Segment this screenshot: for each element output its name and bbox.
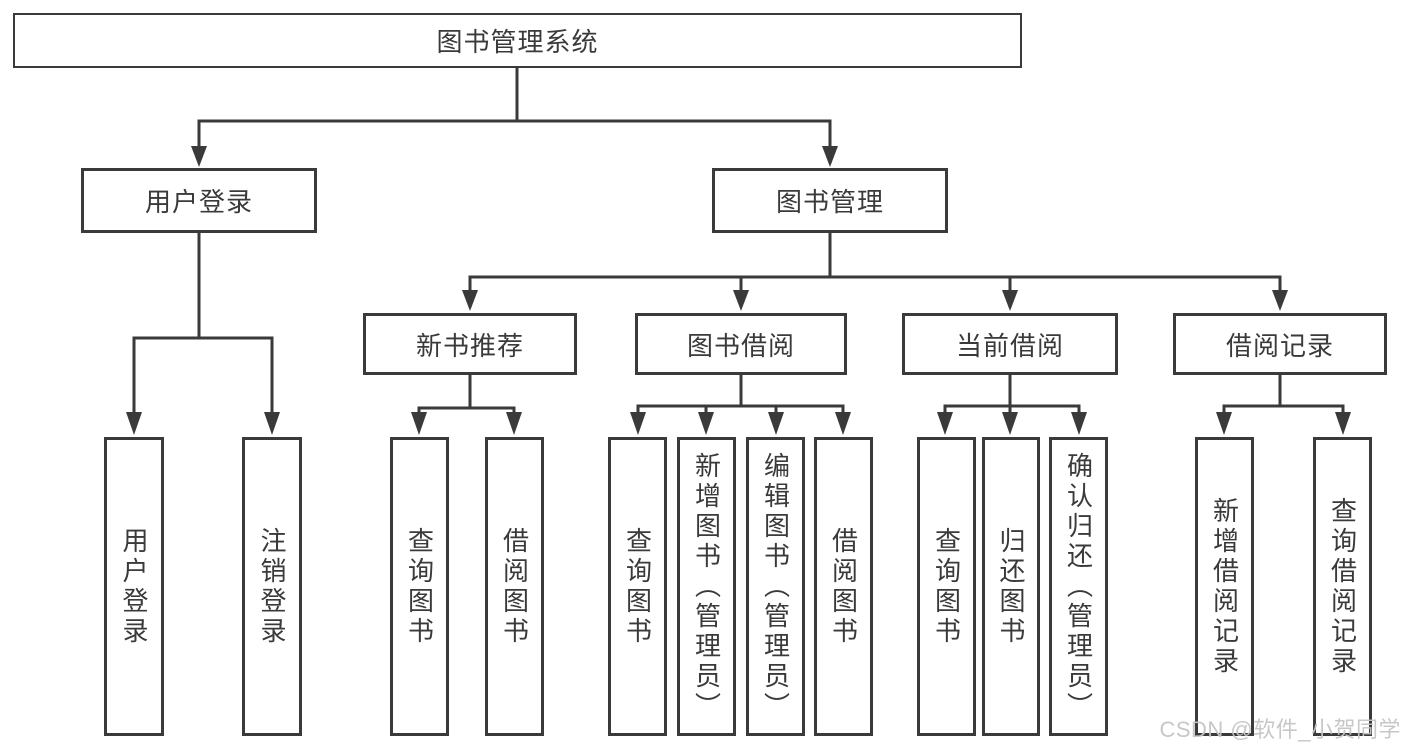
node-book-management-module: 图书管理 [712,168,948,233]
connector-borrow-branch [630,375,851,435]
leaf-label: 查询图书 [404,526,435,647]
leaf-newbook-query-books: 查询图书 [390,437,449,736]
leaf-records-add-record: 新增借阅记录 [1195,437,1254,736]
node-label: 用户登录 [144,187,253,217]
node-book-borrowing: 图书借阅 [635,313,847,375]
node-new-book-recommend: 新书推荐 [363,313,577,375]
node-current-borrowing: 当前借阅 [902,313,1118,375]
leaf-label: 新增图书（管理员） [691,451,722,722]
leaf-current-query-books: 查询图书 [917,437,976,736]
node-user-login-module: 用户登录 [81,168,317,233]
leaf-current-confirm-return-admin: 确认归还（管理员） [1049,437,1108,736]
node-borrowing-records: 借阅记录 [1173,313,1387,375]
leaf-label: 注销登录 [257,526,287,647]
connector-newbook-branch [411,375,522,435]
connector-root-to-level2 [191,68,838,167]
leaf-label: 新增借阅记录 [1209,496,1240,677]
connector-book-mgmt-to-level3 [462,233,1288,311]
leaf-borrow-add-books-admin: 新增图书（管理员） [677,437,736,736]
leaf-label: 查询图书 [931,526,962,647]
node-label: 图书借阅 [686,330,795,361]
leaf-label: 确认归还（管理员） [1063,451,1094,722]
leaf-label: 查询图书 [622,526,653,647]
leaf-label: 归还图书 [996,526,1026,647]
leaf-user-login: 用户登录 [104,437,164,736]
leaf-records-query-record: 查询借阅记录 [1313,437,1372,736]
leaf-newbook-borrow-books: 借阅图书 [485,437,544,736]
node-label: 借阅记录 [1225,330,1334,361]
leaf-borrow-query-books: 查询图书 [608,437,667,736]
leaf-label: 借阅图书 [828,526,859,647]
node-root-label: 图书管理系统 [436,27,599,57]
node-label: 图书管理 [775,187,884,217]
leaf-label: 查询借阅记录 [1327,496,1358,677]
leaf-label: 借阅图书 [499,526,530,647]
leaf-label: 用户登录 [119,526,149,647]
node-label: 当前借阅 [955,330,1064,361]
leaf-borrow-borrow-books: 借阅图书 [814,437,873,736]
connector-current-branch [937,375,1087,435]
node-root-system: 图书管理系统 [13,13,1022,68]
node-label: 新书推荐 [415,330,524,361]
leaf-label: 编辑图书（管理员） [760,451,791,722]
connector-records-branch [1216,375,1351,435]
leaf-logout: 注销登录 [242,437,302,736]
leaf-current-return-books: 归还图书 [982,437,1040,736]
connector-user-login-branch [126,233,280,435]
leaf-borrow-edit-books-admin: 编辑图书（管理员） [746,437,805,736]
